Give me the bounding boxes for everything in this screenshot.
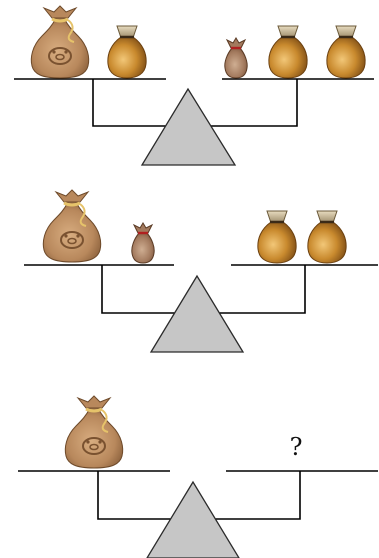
large-bag-icon bbox=[30, 5, 90, 79]
fulcrum-triangle bbox=[149, 274, 245, 353]
large-bag-icon bbox=[42, 189, 102, 263]
scale-2 bbox=[24, 189, 378, 353]
medium-bag-icon bbox=[257, 210, 297, 264]
medium-bag-icon bbox=[107, 25, 147, 79]
unknown-question-mark: ? bbox=[290, 433, 303, 461]
small-bag-icon bbox=[224, 37, 248, 79]
small-bag-icon bbox=[131, 222, 155, 264]
medium-bag-icon bbox=[326, 25, 366, 79]
fulcrum-triangle bbox=[146, 480, 240, 558]
scale-3: ? bbox=[18, 395, 378, 558]
fulcrum-triangle bbox=[140, 87, 237, 166]
medium-bag-icon bbox=[307, 210, 347, 264]
medium-bag-icon bbox=[268, 25, 308, 79]
large-bag-icon bbox=[64, 395, 124, 469]
scale-1 bbox=[14, 5, 374, 166]
